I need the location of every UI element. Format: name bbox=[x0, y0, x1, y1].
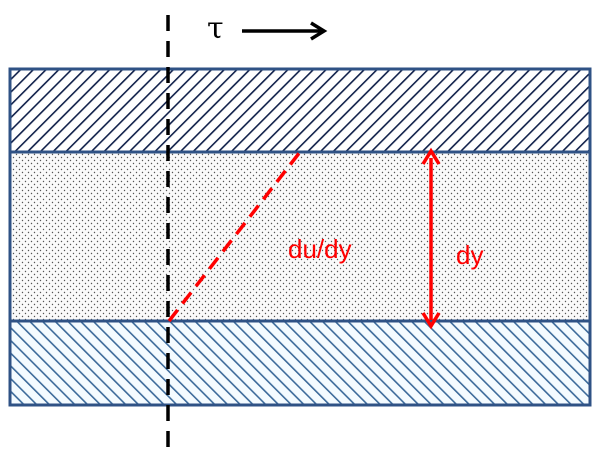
shear-direction-arrow-icon bbox=[242, 21, 328, 41]
dy-double-arrow-icon bbox=[421, 147, 441, 330]
fluid-layer bbox=[8, 150, 592, 323]
top-moving-plate bbox=[8, 67, 592, 154]
du-dy-label: du/dy bbox=[288, 234, 352, 264]
tau-label: τ bbox=[207, 11, 224, 46]
velocity-profile-line bbox=[167, 150, 302, 323]
bottom-fixed-plate bbox=[8, 319, 592, 407]
dy-label: dy bbox=[456, 240, 483, 270]
